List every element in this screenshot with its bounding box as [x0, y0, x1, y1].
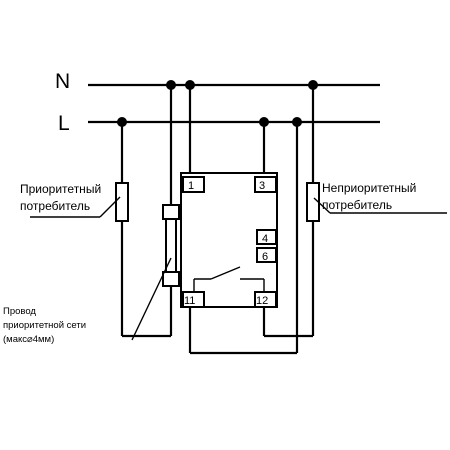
junction-neutral-3: [308, 80, 318, 90]
priority-wire-label-line2: приоритетной сети: [3, 320, 86, 331]
non-priority-load-element: [306, 182, 320, 222]
terminal-1-label: 1: [188, 180, 194, 192]
priority-wire-label-line3: (макс⌀4мм): [3, 334, 54, 345]
terminal-6-label: 6: [262, 251, 268, 263]
non-priority-leader-arrow: [313, 197, 331, 214]
priority-load-element: [115, 182, 129, 222]
diameter-symbol: ⌀: [27, 334, 33, 345]
junction-neutral-2: [185, 80, 195, 90]
junction-neutral-1: [166, 80, 176, 90]
junction-line-2: [259, 117, 269, 127]
priority-load-label-line2: потребитель: [20, 199, 90, 213]
priority-load-label-line1: Приоритетный: [20, 182, 101, 196]
relay-terminal-12: [254, 291, 277, 308]
non-priority-load-label-line2: потребитель: [322, 198, 392, 212]
junction-line-3: [292, 117, 302, 127]
relay-terminal-4: [256, 229, 277, 245]
sensor-bottom-cap: [162, 271, 180, 287]
line-bus-label: L: [58, 112, 70, 135]
neutral-bus-label: N: [55, 70, 70, 93]
terminal-12-label: 12: [256, 295, 268, 307]
switch-blade: [210, 266, 241, 280]
sensor-top-cap: [162, 204, 180, 220]
relay-terminal-6: [256, 247, 277, 263]
priority-load-leader-arrow: [99, 196, 121, 218]
terminal-3-label: 3: [259, 180, 265, 192]
priority-wire-label-line1: Провод: [3, 306, 36, 317]
terminal-11-label: 11: [184, 295, 195, 307]
junction-line-1: [117, 117, 127, 127]
relay-terminal-1: [182, 176, 205, 193]
terminal-4-label: 4: [262, 233, 268, 245]
non-priority-load-label-line1: Неприоритетный: [322, 181, 416, 195]
priority-wire-leader-line: [131, 257, 172, 341]
relay-terminal-3: [254, 176, 277, 193]
